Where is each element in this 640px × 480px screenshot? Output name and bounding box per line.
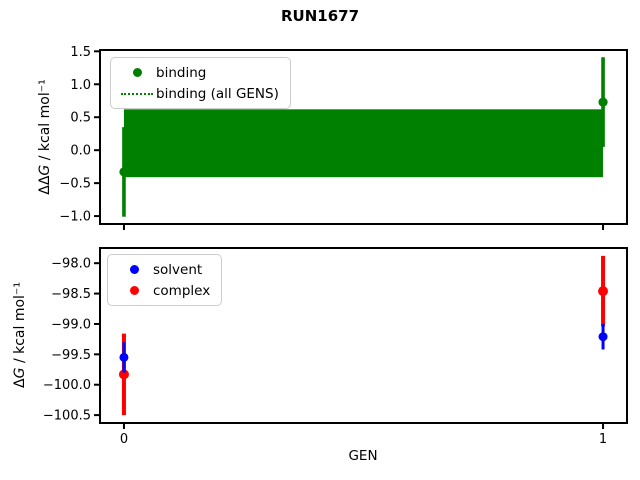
y-tick-label: −100.5 <box>43 409 91 424</box>
data-point-complex <box>118 369 129 380</box>
data-point-complex <box>598 286 609 297</box>
legend-item-binding-all-gens-: binding (all GENS) <box>118 83 279 104</box>
legend-label: solvent <box>153 261 203 278</box>
legend-item-binding: binding <box>118 62 279 83</box>
data-point-binding <box>119 167 129 177</box>
x-axis-label: GEN <box>348 448 378 464</box>
legend-key <box>118 92 156 95</box>
data-point-binding <box>598 97 608 107</box>
axes-frame <box>99 49 628 225</box>
figure-title: RUN1677 <box>280 7 360 25</box>
data-point-solvent <box>119 352 129 362</box>
top-y-axis-label-units: / kcal mol⁻¹ <box>37 79 53 165</box>
y-tick-label: −0.5 <box>59 177 91 192</box>
legend-label: binding (all GENS) <box>156 85 279 102</box>
bottom-y-axis-label-units: / kcal mol⁻¹ <box>12 282 28 368</box>
legend-dot-icon <box>129 286 139 295</box>
legend-dot-icon <box>129 265 139 274</box>
y-tick-label: 0.5 <box>70 111 91 126</box>
legend-label: complex <box>153 282 211 299</box>
bottom-y-axis-label-var: G <box>12 367 28 379</box>
legend-dot-icon <box>132 68 142 77</box>
x-tick-label: 0 <box>120 432 128 447</box>
legend-label: binding <box>156 64 207 81</box>
ddG-binding-plot-legend: binding binding (all GENS) <box>110 57 291 109</box>
top-y-axis-label-prefix: ΔΔ <box>37 175 53 195</box>
legend-key <box>115 286 153 295</box>
legend-key <box>115 265 153 274</box>
y-tick-label: 1.0 <box>70 78 91 93</box>
legend-dotted-line-icon <box>121 92 153 95</box>
top-y-axis-label: ΔΔG / kcal mol⁻¹ <box>37 79 53 194</box>
dG-plot-legend: solvent complex <box>107 254 223 306</box>
y-tick-label: −1.0 <box>59 210 91 225</box>
legend-key <box>118 68 156 77</box>
x-tick-label: 1 <box>599 432 607 447</box>
legend-item-solvent: solvent <box>115 259 210 280</box>
data-point-solvent <box>598 332 608 342</box>
y-tick-label: 0.0 <box>70 144 91 159</box>
bottom-y-axis-label: ΔG / kcal mol⁻¹ <box>12 282 28 388</box>
y-tick-label: −98.5 <box>51 287 91 302</box>
y-tick-label: −99.5 <box>51 348 91 363</box>
bottom-y-axis-label-prefix: Δ <box>12 378 28 388</box>
y-tick-label: −99.0 <box>51 317 91 332</box>
top-y-axis-label-var: G <box>37 164 53 176</box>
y-tick-label: −100.0 <box>43 378 91 393</box>
y-tick-label: −98.0 <box>51 257 91 272</box>
all-gens-band <box>123 109 604 178</box>
axes-frame <box>99 247 628 424</box>
y-tick-label: 1.5 <box>70 45 91 60</box>
legend-item-complex: complex <box>115 280 210 301</box>
